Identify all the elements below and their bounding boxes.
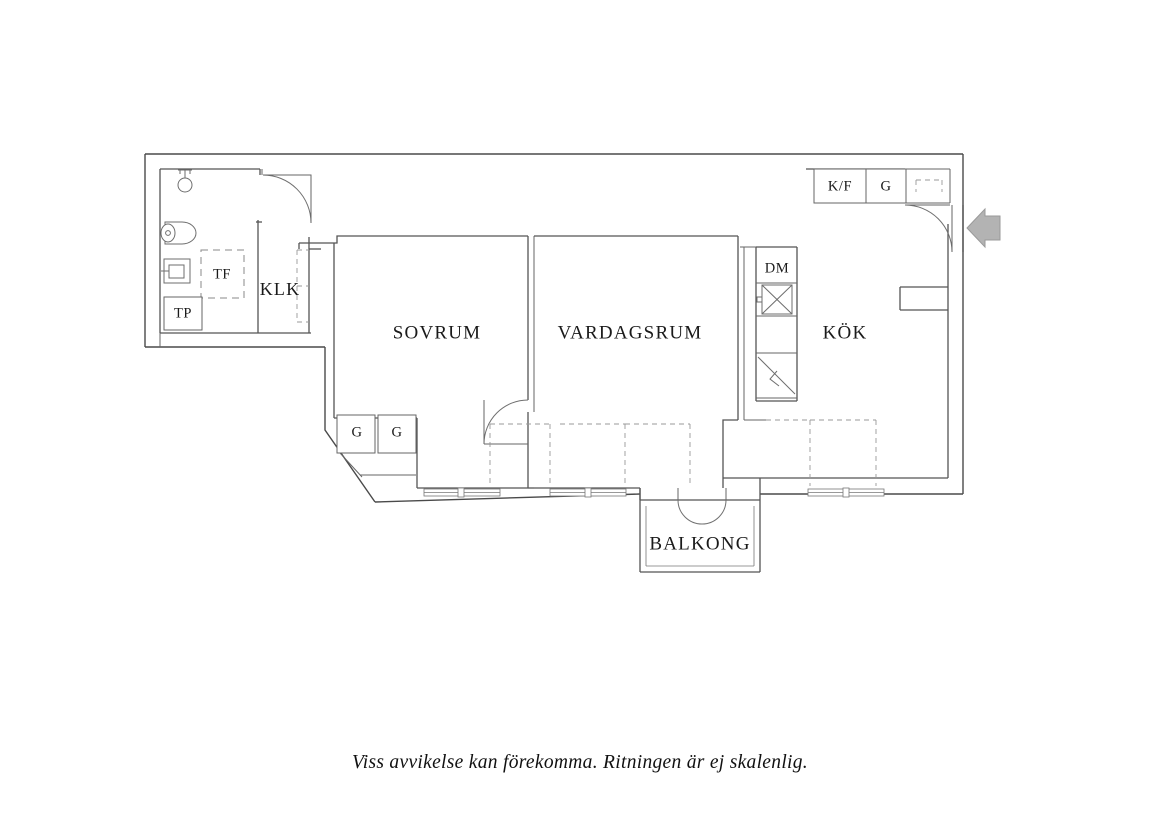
klk-room: KLK — [258, 237, 321, 334]
appliance-g-kitchen: G — [865, 168, 907, 204]
appliance-g-bedroom-1: G — [336, 414, 376, 454]
shower-head-icon — [177, 169, 193, 193]
bedroom-door[interactable] — [483, 399, 529, 445]
disclaimer-caption: Viss avvikelse kan förekomma. Ritningen … — [352, 752, 808, 773]
room-label-kok: KÖK — [823, 322, 868, 343]
appliance-kf-label: K/F — [828, 178, 852, 194]
kitchen-sink-icon — [756, 284, 793, 315]
room-label-vardagsrum: VARDAGSRUM — [558, 322, 703, 343]
appliance-dm-label: DM — [765, 260, 790, 276]
appliance-g-kitchen-label: G — [880, 178, 891, 194]
window-vardagsrum — [549, 487, 627, 498]
bathroom-room — [159, 168, 263, 334]
vardagsrum-furniture-dashed — [560, 423, 691, 486]
bathroom-door[interactable] — [262, 174, 312, 224]
window-sovrum — [423, 487, 501, 498]
appliance-dm: DM — [765, 260, 790, 276]
appliance-tf-label: TF — [213, 266, 231, 282]
entrance-door[interactable] — [904, 204, 964, 253]
hall-niche — [905, 168, 951, 204]
window-kok — [807, 487, 885, 498]
partition-walls — [159, 333, 766, 489]
sovrum-furniture-dashed — [489, 423, 551, 484]
appliance-g-bedroom-2: G — [377, 414, 417, 454]
sovrum-room: SOVRUM — [321, 235, 535, 489]
appliance-tp-label: TP — [174, 305, 192, 321]
entrance-arrow-icon — [966, 207, 1001, 249]
balkong-room: BALKONG — [639, 478, 761, 573]
wash-basin-icon — [161, 258, 191, 284]
kok-furniture-dashed — [766, 419, 877, 486]
appliance-tf: TF — [200, 249, 245, 299]
vardagsrum-room: VARDAGSRUM — [534, 235, 760, 500]
balcony-double-door[interactable] — [677, 488, 727, 525]
bedroom-cabinet-extension — [339, 452, 416, 478]
room-label-klk: KLK — [260, 279, 301, 299]
room-label-sovrum: SOVRUM — [393, 322, 482, 343]
toilet-icon — [160, 221, 197, 245]
stove-icon — [757, 356, 796, 395]
appliance-g-bedroom-2-label: G — [391, 424, 402, 440]
appliance-g-bedroom-1-label: G — [351, 424, 362, 440]
room-label-balkong: BALKONG — [649, 533, 750, 554]
appliance-kf: K/F — [813, 168, 867, 204]
appliance-tp: TP — [163, 296, 203, 331]
kok-room: KÖK — [740, 168, 949, 479]
